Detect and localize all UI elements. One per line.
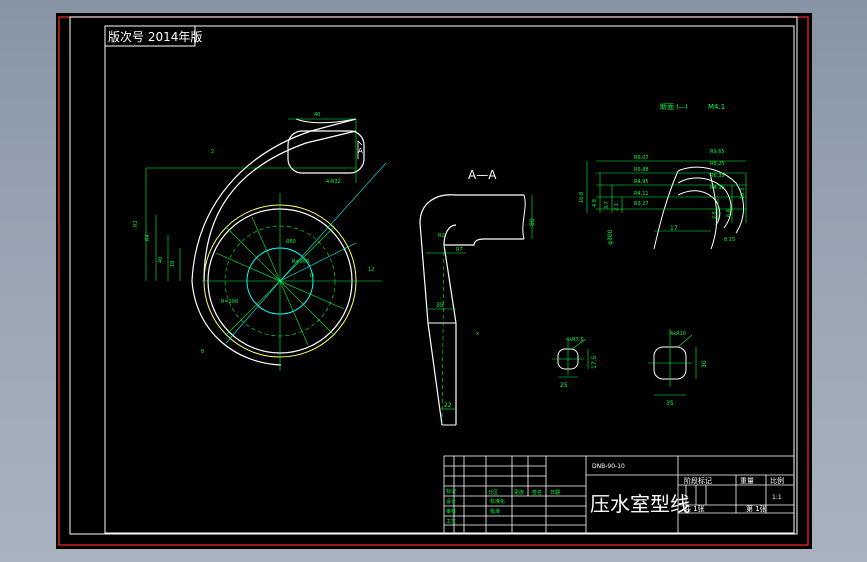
small-rect-note: 4xR7.5 — [566, 337, 584, 343]
version-label: 版次号 2014年版 — [108, 30, 202, 44]
section-marker: A — [358, 147, 363, 155]
svg-text:签名: 签名 — [532, 489, 542, 496]
header-scale: 比例 — [770, 476, 784, 485]
svg-text:标准化: 标准化 — [490, 498, 505, 505]
svg-text:日期: 日期 — [550, 490, 560, 496]
svg-text:分区: 分区 — [488, 489, 498, 496]
section-detail-view: R6.07 R9.65 R8.25 R6.35 R4.35 R5.88 R4.9… — [579, 149, 747, 250]
svg-text:3.7: 3.7 — [604, 201, 610, 209]
svg-text:4.8: 4.8 — [592, 199, 598, 207]
svg-text:R5.88: R5.88 — [634, 167, 649, 173]
svg-text:2.5: 2.5 — [712, 211, 718, 219]
diffuser-exit-dim: 22 — [444, 402, 452, 409]
scale-value: 1:1 — [772, 494, 782, 501]
svg-text:13.3: 13.3 — [740, 188, 746, 199]
svg-text:设计: 设计 — [446, 498, 456, 505]
svg-text:更改: 更改 — [514, 489, 524, 496]
volute-plan-view: R2 R4 40 18 40 4-R32 R=200 R60 R=100 D 2… — [133, 112, 387, 371]
svg-text:D: D — [310, 273, 314, 279]
svg-text:12: 12 — [368, 267, 374, 273]
svg-text:2.1: 2.1 — [614, 203, 620, 211]
version-box: 版次号 2014年版 — [104, 25, 202, 47]
svg-text:R6.07: R6.07 — [634, 155, 649, 161]
title-block-signature-rows: 标记 设计 审核 工艺 标准化 批准 分区 更改 签名 日期 — [446, 488, 560, 525]
large-rect-height-dim: 30 — [701, 360, 708, 368]
svg-text:8: 8 — [201, 349, 204, 355]
svg-text:R6.35: R6.35 — [710, 173, 725, 179]
svg-text:R4.35: R4.35 — [710, 185, 725, 191]
svg-text:10.8: 10.8 — [579, 192, 585, 203]
large-rect-width-dim: 35 — [666, 400, 674, 407]
inlet-diameter-dim: φ300 — [607, 229, 614, 245]
svg-text:工艺: 工艺 — [446, 519, 456, 525]
cad-drawing-viewport[interactable]: 版次号 2014年版 — [56, 13, 812, 549]
svg-text:x: x — [476, 331, 479, 337]
sheet-border — [69, 16, 798, 535]
svg-text:R3.27: R3.27 — [634, 201, 649, 207]
svg-text:40: 40 — [314, 112, 320, 118]
svg-text:R7: R7 — [456, 247, 463, 253]
svg-text:40: 40 — [158, 257, 164, 263]
title-block — [443, 455, 795, 534]
small-section-rect — [552, 338, 589, 378]
section-label: A—A — [468, 168, 497, 182]
diffuser-top-dim: 80 — [529, 218, 536, 226]
svg-text:4-R32: 4-R32 — [326, 179, 341, 185]
svg-text:R60: R60 — [286, 239, 296, 245]
profile-width-dim: 17 — [670, 225, 678, 232]
svg-text:R=200: R=200 — [221, 299, 238, 305]
svg-text:R4.11: R4.11 — [634, 191, 649, 197]
svg-text:批准: 批准 — [490, 508, 500, 515]
svg-text:R2: R2 — [438, 233, 445, 239]
large-section-rect — [648, 329, 697, 396]
detail-label: 断面 I—I — [660, 102, 687, 111]
svg-text:标记: 标记 — [446, 488, 456, 495]
svg-text:R4.95: R4.95 — [634, 179, 649, 185]
svg-text:审核: 审核 — [446, 508, 456, 515]
small-rect-height-dim: 17.5 — [591, 355, 598, 369]
svg-text:18: 18 — [170, 261, 176, 267]
header-weight: 重量 — [740, 477, 754, 485]
drawing-number: DNB-90-10 — [592, 463, 625, 470]
section-a-a-view: R2 R7 x — [419, 194, 533, 426]
header-stage: 阶段标记 — [684, 476, 712, 485]
part-title: 压水室型线 — [590, 492, 690, 516]
svg-text:6.6: 6.6 — [726, 209, 732, 217]
svg-text:R=100: R=100 — [292, 259, 309, 265]
throat-width-dim: 35 — [436, 302, 444, 309]
svg-text:R2: R2 — [133, 220, 139, 227]
drawing-canvas: 版次号 2014年版 — [58, 16, 809, 546]
svg-text:R8.25: R8.25 — [710, 161, 725, 167]
sheet-number: 第 1张 — [746, 504, 767, 513]
small-rect-width-dim: 25 — [560, 382, 568, 389]
svg-text:R9.65: R9.65 — [710, 149, 725, 155]
large-rect-note: 4xR10 — [670, 331, 686, 337]
svg-text:2: 2 — [211, 149, 214, 155]
svg-text:R4: R4 — [145, 234, 151, 241]
detail-scale: M4.1 — [708, 103, 725, 111]
svg-text:8.15: 8.15 — [724, 237, 735, 243]
outer-border-red — [58, 16, 809, 546]
sheet-count: 共 1张 — [684, 504, 705, 513]
